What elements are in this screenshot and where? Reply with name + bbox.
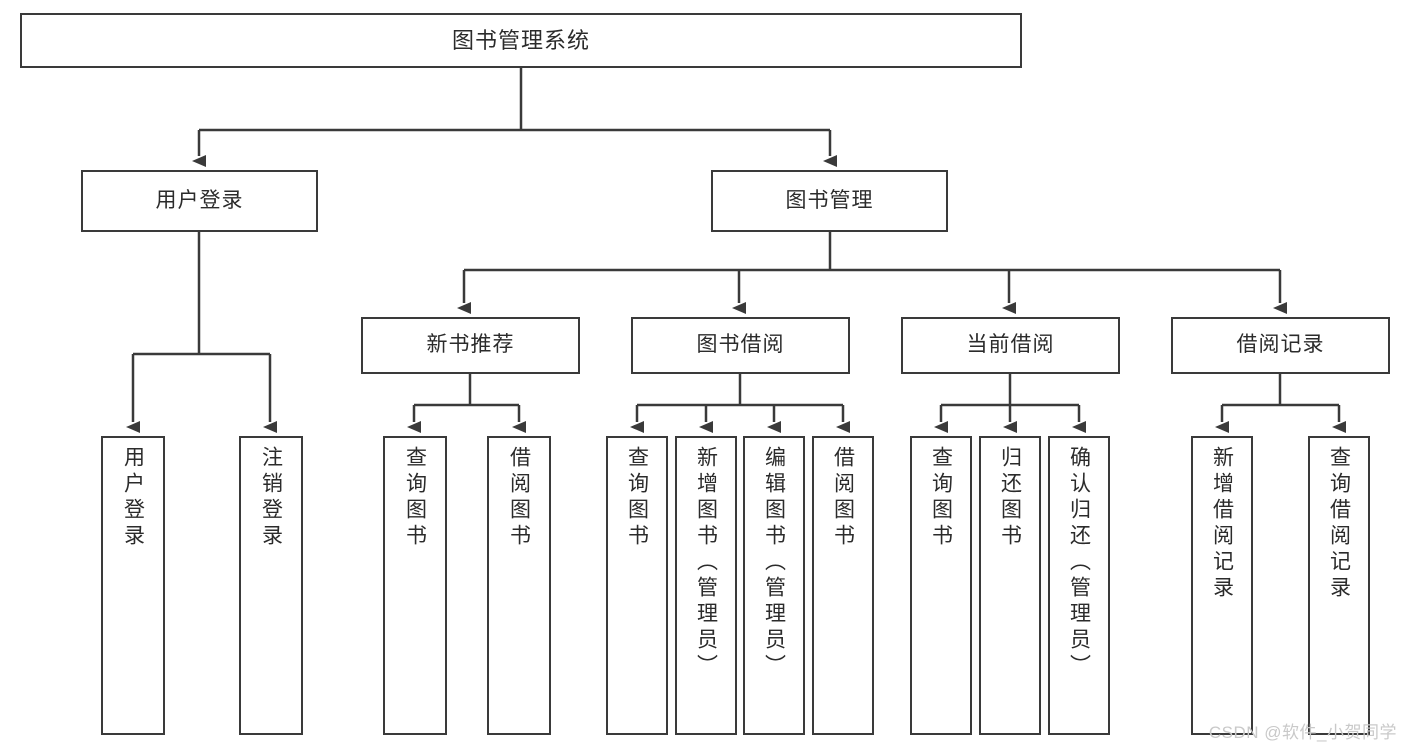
node-user-login[interactable]: 用户登录 — [81, 170, 318, 232]
node-label: 注销登录 — [259, 446, 283, 550]
leaf-borrow-record-query[interactable]: 查询借阅记录 — [1308, 436, 1370, 735]
node-label: 当前借阅 — [966, 333, 1055, 357]
node-label: 查询图书 — [929, 446, 953, 550]
node-label: 用户登录 — [121, 446, 145, 550]
leaf-current-borrow-query[interactable]: 查询图书 — [910, 436, 972, 735]
leaf-book-borrow-edit[interactable]: 编辑图书（管理员） — [743, 436, 805, 735]
node-current-borrow[interactable]: 当前借阅 — [901, 317, 1120, 374]
node-label: 确认归还（管理员） — [1067, 446, 1091, 680]
node-label: 新书推荐 — [426, 333, 515, 357]
node-label: 图书管理系统 — [451, 27, 590, 53]
leaf-new-book-borrow[interactable]: 借阅图书 — [487, 436, 551, 735]
leaf-user-login-login[interactable]: 用户登录 — [101, 436, 165, 735]
node-label: 图书借阅 — [696, 333, 785, 357]
leaf-book-borrow-add[interactable]: 新增图书（管理员） — [675, 436, 737, 735]
leaf-borrow-record-add[interactable]: 新增借阅记录 — [1191, 436, 1253, 735]
node-book-management[interactable]: 图书管理 — [711, 170, 948, 232]
leaf-new-book-query[interactable]: 查询图书 — [383, 436, 447, 735]
node-label: 查询借阅记录 — [1327, 446, 1351, 602]
leaf-book-borrow-query[interactable]: 查询图书 — [606, 436, 668, 735]
node-label: 借阅图书 — [507, 446, 531, 550]
node-label: 借阅图书 — [831, 446, 855, 550]
leaf-user-login-logout[interactable]: 注销登录 — [239, 436, 303, 735]
node-label: 借阅记录 — [1236, 333, 1325, 357]
node-book-borrow[interactable]: 图书借阅 — [631, 317, 850, 374]
node-label: 查询图书 — [625, 446, 649, 550]
node-label: 归还图书 — [998, 446, 1022, 550]
node-new-book-recommend[interactable]: 新书推荐 — [361, 317, 580, 374]
node-label: 图书管理 — [785, 188, 874, 212]
leaf-current-borrow-confirm-return[interactable]: 确认归还（管理员） — [1048, 436, 1110, 735]
csdn-watermark: CSDN @软件_小贺同学 — [1208, 723, 1397, 742]
leaf-book-borrow-borrow[interactable]: 借阅图书 — [812, 436, 874, 735]
node-label: 新增图书（管理员） — [694, 446, 718, 680]
node-label: 新增借阅记录 — [1210, 446, 1234, 602]
node-label: 编辑图书（管理员） — [762, 446, 786, 680]
node-root-system[interactable]: 图书管理系统 — [20, 13, 1022, 68]
node-label: 用户登录 — [155, 188, 244, 212]
node-label: 查询图书 — [403, 446, 427, 550]
leaf-current-borrow-return[interactable]: 归还图书 — [979, 436, 1041, 735]
node-borrow-record[interactable]: 借阅记录 — [1171, 317, 1390, 374]
